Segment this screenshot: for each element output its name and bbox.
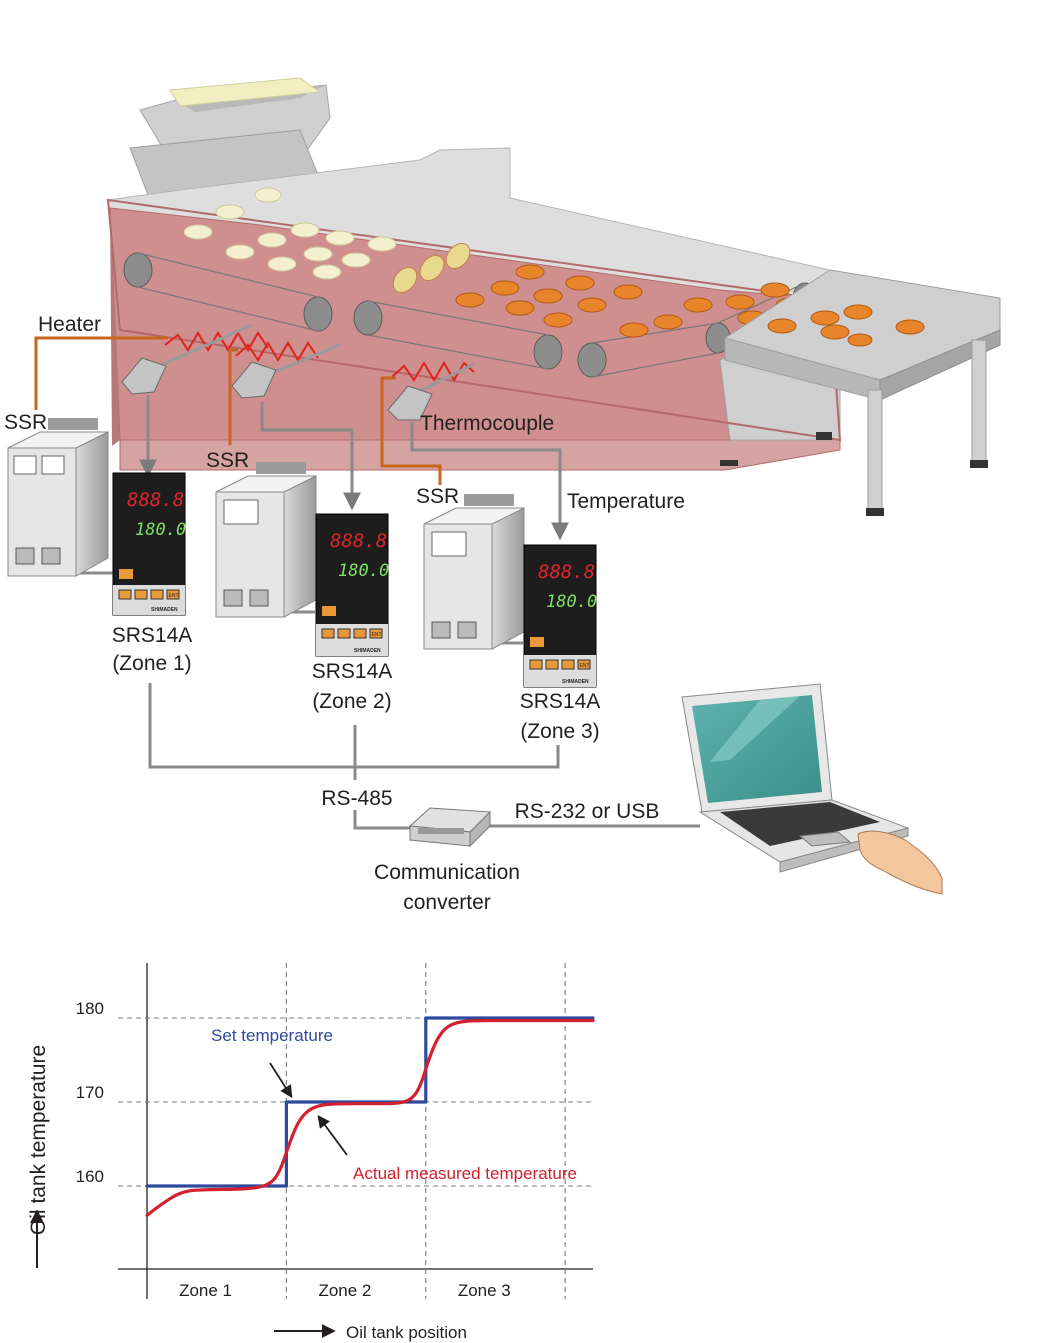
up-key[interactable] bbox=[150, 589, 164, 600]
x-zone-label: Zone 1 bbox=[179, 1281, 232, 1300]
heater-elements bbox=[164, 331, 475, 382]
pv-display: 888.8 bbox=[127, 489, 184, 511]
controller-zone-3-label: (Zone 3) bbox=[520, 720, 599, 743]
controller-zone-1: PV 888.8 SV °C 180.0 ENT SHIMADEN bbox=[112, 472, 186, 616]
raw-doughnuts bbox=[183, 187, 397, 280]
x-zone-label: Zone 3 bbox=[458, 1281, 511, 1300]
down-key[interactable] bbox=[337, 628, 351, 639]
ent-key-label: ENT bbox=[580, 663, 590, 669]
ent-key[interactable] bbox=[369, 628, 383, 639]
converter-label-line1: Communication bbox=[374, 861, 520, 884]
ssr-label-1: SSR bbox=[4, 411, 47, 434]
controller-zone-2: PV 888.8 SV °C 180.0 ENT SHIMADEN bbox=[315, 513, 389, 657]
set-temperature-pointer bbox=[269, 1062, 293, 1099]
actual-temperature-line bbox=[145, 1018, 595, 1217]
y-axis-label: Oil tank temperature bbox=[27, 1045, 50, 1235]
mode-key[interactable] bbox=[322, 606, 336, 616]
pv-label: PV bbox=[118, 483, 126, 489]
mode-key[interactable] bbox=[530, 637, 544, 647]
actual-temperature-pointer bbox=[317, 1114, 348, 1156]
brand-label: SHIMADEN bbox=[151, 607, 178, 613]
rotate-key[interactable] bbox=[529, 659, 543, 670]
fryer-machine bbox=[106, 77, 1001, 516]
down-key[interactable] bbox=[545, 659, 559, 670]
controller-zone-1-label: (Zone 1) bbox=[112, 652, 191, 675]
controller-zone-2-label: (Zone 2) bbox=[312, 690, 391, 713]
sv-display: 180.0 bbox=[338, 561, 389, 581]
laptop-screen bbox=[692, 695, 822, 803]
hand bbox=[857, 830, 943, 895]
ent-key-label: ENT bbox=[169, 593, 179, 599]
controller-model-1: SRS14A bbox=[112, 624, 193, 647]
controller-model-2: SRS14A bbox=[312, 660, 393, 683]
sv-display: 180.0 bbox=[546, 592, 597, 612]
set-temperature-annotation: Set temperature bbox=[211, 1026, 333, 1045]
output-tray bbox=[723, 269, 1001, 516]
chart-grid bbox=[118, 963, 593, 1299]
laptop-touchpad[interactable] bbox=[798, 831, 852, 847]
pv-display: 888.8 bbox=[330, 530, 387, 552]
brand-label: SHIMADEN bbox=[562, 679, 589, 685]
up-key[interactable] bbox=[561, 659, 575, 670]
rotate-key[interactable] bbox=[321, 628, 335, 639]
controller-model-3: SRS14A bbox=[520, 690, 601, 713]
chart-series bbox=[145, 1016, 595, 1217]
laptop bbox=[681, 683, 943, 895]
unit-label: °C bbox=[175, 513, 182, 519]
sv-display: 180.0 bbox=[135, 520, 186, 540]
x-axis-label: Oil tank position bbox=[346, 1323, 467, 1342]
pv-display: 888.8 bbox=[538, 561, 595, 583]
temperature-label: Temperature bbox=[567, 490, 685, 513]
rs485-label: RS-485 bbox=[321, 787, 392, 810]
mode-key[interactable] bbox=[119, 569, 133, 579]
ssr-label-3: SSR bbox=[416, 485, 459, 508]
pv-label: PV bbox=[321, 524, 329, 530]
heater-wires bbox=[34, 336, 442, 485]
heater-label: Heater bbox=[38, 313, 101, 336]
ent-key-label: ENT bbox=[372, 632, 382, 638]
y-tick-label: 160 bbox=[76, 1167, 104, 1186]
ent-key[interactable] bbox=[166, 589, 180, 600]
thermocouple-label: Thermocouple bbox=[420, 412, 554, 435]
actual-temperature-annotation: Actual measured temperature bbox=[353, 1164, 577, 1183]
thermocouples bbox=[121, 323, 475, 421]
unit-label: °C bbox=[378, 554, 385, 560]
ssr-label-2: SSR bbox=[206, 449, 249, 472]
ssr-unit-2 bbox=[215, 462, 317, 618]
unit-label: °C bbox=[586, 585, 593, 591]
communication-converter bbox=[408, 807, 492, 848]
laptop-keyboard[interactable] bbox=[720, 802, 880, 846]
converter-label-line2: converter bbox=[403, 891, 491, 914]
ssr-unit-3 bbox=[423, 494, 525, 650]
y-tick-label: 170 bbox=[76, 1083, 104, 1102]
controller-zone-3: PV 888.8 SV °C 180.0 ENT SHIMADEN bbox=[523, 544, 597, 688]
sv-label: SV bbox=[328, 556, 336, 562]
brand-label: SHIMADEN bbox=[354, 648, 381, 654]
rs232-label: RS-232 or USB bbox=[515, 800, 660, 823]
x-zone-label: Zone 2 bbox=[318, 1281, 371, 1300]
pv-label: PV bbox=[529, 555, 537, 561]
down-key[interactable] bbox=[134, 589, 148, 600]
y-tick-label: 180 bbox=[76, 999, 104, 1018]
sv-label: SV bbox=[125, 515, 133, 521]
rotate-key[interactable] bbox=[118, 589, 132, 600]
up-key[interactable] bbox=[353, 628, 367, 639]
ent-key[interactable] bbox=[577, 659, 591, 670]
sv-label: SV bbox=[536, 587, 544, 593]
ssr-unit-1 bbox=[7, 418, 109, 577]
